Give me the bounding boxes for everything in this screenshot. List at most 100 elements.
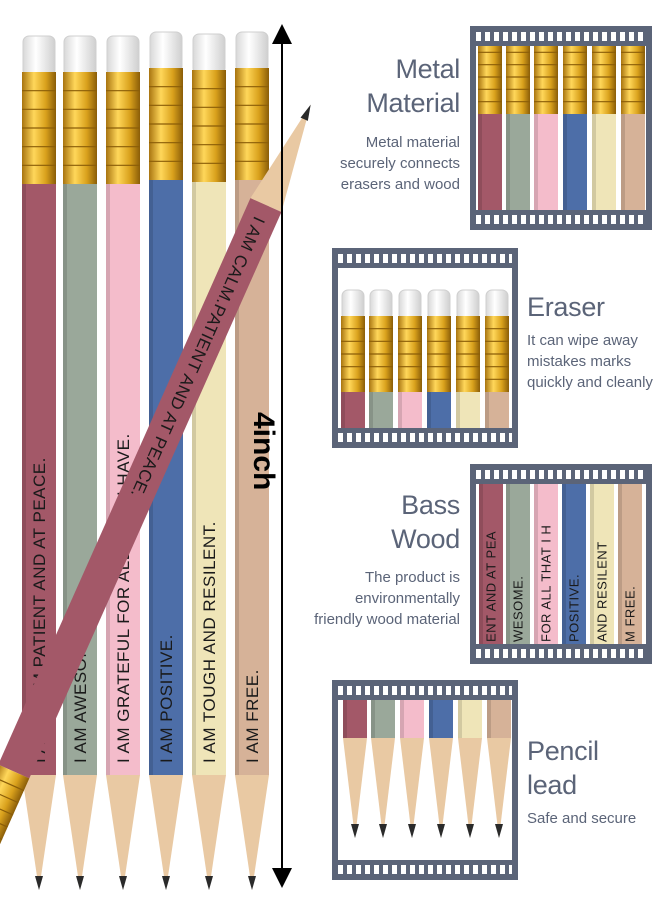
pencil-body (371, 700, 395, 738)
pencil-1 (343, 700, 367, 838)
pencil-slogan: AND RESILENT (595, 541, 610, 642)
pencil-5 (456, 289, 480, 428)
body-shade (506, 484, 510, 644)
pencil-body (506, 114, 530, 210)
pencil-body (621, 114, 645, 210)
pencil-5 (458, 700, 482, 838)
metal-ferrule (506, 46, 530, 114)
body-shade (22, 184, 26, 775)
ferrule-ridge (0, 812, 8, 828)
pencil-lead (379, 824, 387, 838)
metal-ferrule (621, 46, 645, 114)
pencil-lead (466, 824, 474, 838)
metal-ferrule (0, 764, 30, 852)
body-shade (562, 484, 566, 644)
pencil-6 (621, 46, 645, 210)
pencil-body (429, 700, 453, 738)
pencil-3 (534, 46, 558, 210)
eraser (341, 289, 365, 321)
eraser (427, 289, 451, 321)
eraser-detail-frame (332, 248, 518, 448)
wood-cone (192, 775, 226, 890)
pencil-lead (437, 824, 445, 838)
pencil-1 (478, 46, 502, 210)
body-shade (427, 392, 431, 428)
pencil-body (618, 484, 642, 644)
lead-description: Safe and secure (527, 810, 637, 827)
pencil-slogan: ENT AND AT PEA (484, 531, 499, 642)
body-shade (235, 180, 239, 775)
metal-ferrule (478, 46, 502, 114)
body-shade (192, 182, 196, 775)
metal-detail-frame (470, 26, 652, 230)
eraser (192, 33, 226, 75)
pencil-lead (408, 824, 416, 838)
eraser (22, 35, 56, 77)
pencil-body (534, 114, 558, 210)
pencil-3 (398, 289, 422, 428)
wood-cone (343, 738, 367, 838)
wood-cone (22, 775, 56, 890)
eraser (369, 289, 393, 321)
pencil-slogan: M FREE. (623, 586, 638, 642)
eraser (398, 289, 422, 321)
metal-description: Metal material securely connects erasers… (339, 134, 460, 193)
pencil-2: I AM AWESOME. (63, 35, 97, 890)
body-shade (63, 184, 67, 775)
body-shade (106, 184, 110, 775)
pencil-lead (205, 876, 213, 890)
body-shade (487, 700, 491, 738)
eraser (235, 31, 269, 73)
pencil-body (341, 392, 365, 428)
body-shade (618, 484, 622, 644)
ferrule-ridge (0, 788, 19, 804)
body-shade (398, 392, 402, 428)
pencil-lead (119, 876, 127, 890)
body-shade (534, 484, 538, 644)
wood-cone (458, 738, 482, 838)
pencil-5: AND RESILENT (590, 484, 614, 644)
lead-detail-frame (332, 680, 518, 880)
pencil-lead (248, 876, 256, 890)
metal-ferrule (592, 46, 616, 114)
eraser (456, 289, 480, 321)
pencil-2 (371, 700, 395, 838)
body-shade (485, 392, 489, 428)
body-shade (341, 392, 345, 428)
wood-cone (429, 738, 453, 838)
pencil-body (487, 700, 511, 738)
pencil-slogan: I AM TOUGH AND RESILENT. (200, 521, 219, 763)
pencil-body (592, 114, 616, 210)
pencil-2 (506, 46, 530, 210)
pencil-lead (495, 824, 503, 838)
pencil-3: FOR ALL THAT I H (534, 484, 558, 644)
pencil-slogan: I AM FREE. (243, 669, 262, 763)
ferrule-ridge (0, 776, 25, 792)
body-shade (621, 114, 625, 210)
pencil-6: M FREE. (618, 484, 642, 644)
pencil-slogan: I AM POSITIVE. (157, 634, 176, 763)
pencil-body (398, 392, 422, 428)
body-shade (458, 700, 462, 738)
pencil-lead (351, 824, 359, 838)
body-shade (478, 114, 482, 210)
pencil-1 (341, 289, 365, 428)
wood-title: Bass Wood (391, 490, 460, 554)
wood-cone (106, 775, 140, 890)
pencil-body (562, 484, 586, 644)
ferrule-ridge (0, 800, 14, 816)
pencil-slogan: FOR ALL THAT I H (539, 525, 554, 642)
pencil-5 (592, 46, 616, 210)
pencil-4 (563, 46, 587, 210)
metal-ferrule (534, 46, 558, 114)
pencil-body (0, 198, 282, 779)
body-shade (456, 392, 460, 428)
pencil-2: WESOME. (506, 484, 530, 644)
pencil-body (400, 700, 424, 738)
body-shade (400, 700, 404, 738)
pencil-4 (427, 289, 451, 428)
pencil-6 (487, 700, 511, 838)
body-shade (369, 392, 373, 428)
wood-cone (63, 775, 97, 890)
